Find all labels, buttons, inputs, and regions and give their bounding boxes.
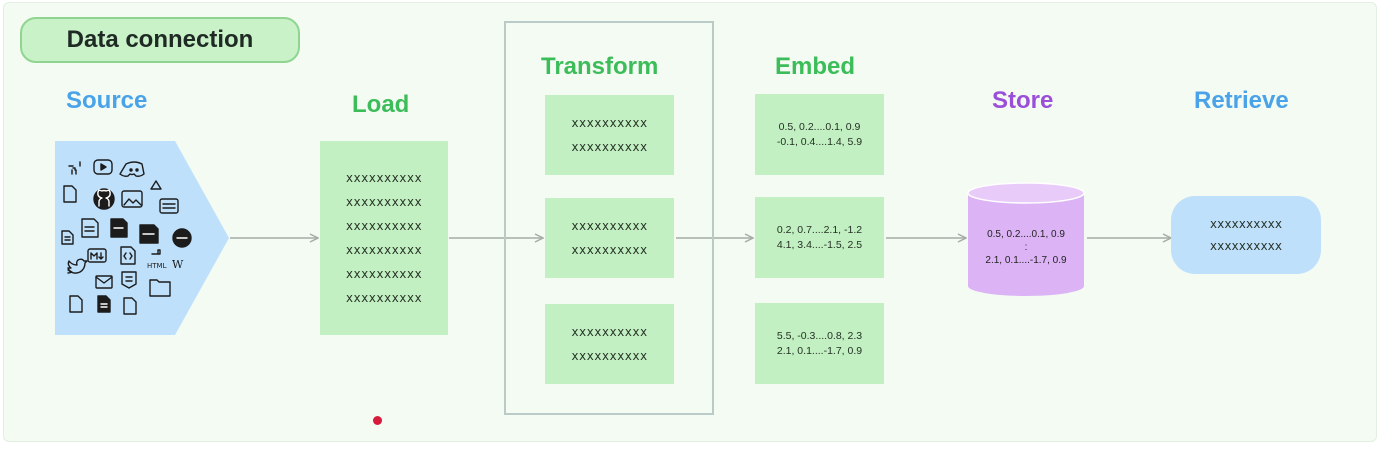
chunk-line: xxxxxxxxxx — [571, 116, 648, 130]
vector-line: 5.5, -0.3....0.8, 2.3 — [776, 329, 863, 342]
vector-line: 0.5, 0.2....0.1, 0.9 — [778, 120, 861, 133]
vector-line: 4.1, 3.4....-1.5, 2.5 — [776, 238, 863, 251]
load-title: Load — [352, 91, 410, 118]
load-line: xxxxxxxxxx — [345, 171, 423, 185]
transform-frame — [504, 21, 714, 415]
chunk-line: xxxxxxxxxx — [571, 243, 648, 257]
code-file-icon — [120, 246, 136, 265]
document-icon — [61, 230, 74, 245]
slack-icon — [68, 161, 81, 175]
load-line: xxxxxxxxxx — [345, 243, 423, 257]
chunk-line: xxxxxxxxxx — [571, 219, 648, 233]
txt-file-icon — [139, 224, 159, 244]
store-vector-ellipsis: : — [1024, 242, 1028, 253]
data-connection-label: Data connection — [20, 17, 300, 63]
wikipedia-icon: W — [172, 258, 184, 271]
embed-title: Embed — [775, 53, 856, 80]
youtube-icon — [93, 159, 113, 175]
email-icon — [95, 275, 113, 289]
transform-chunk: xxxxxxxxxx xxxxxxxxxx — [545, 198, 674, 278]
load-line: xxxxxxxxxx — [345, 267, 423, 281]
chunk-line: xxxxxxxxxx — [571, 140, 648, 154]
epub-file-icon — [172, 228, 192, 248]
retrieve-line: xxxxxxxxxx — [1209, 239, 1283, 253]
embed-vector-box: 0.5, 0.2....0.1, 0.9 -0.1, 0.4....1.4, 5… — [755, 94, 884, 175]
vector-line: 0.2, 0.7....2.1, -1.2 — [776, 223, 863, 236]
store-vector-line: 2.1, 0.1....-1.7, 0.9 — [985, 255, 1067, 266]
store-vector-line: 0.5, 0.2....0.1, 0.9 — [987, 229, 1065, 240]
pdf-icon — [69, 295, 83, 313]
retrieve-title: Retrieve — [1194, 87, 1289, 114]
retrieve-line: xxxxxxxxxx — [1209, 217, 1283, 231]
github-icon — [93, 188, 115, 210]
google-drive-icon — [150, 180, 162, 190]
twitter-icon — [67, 258, 88, 274]
image-icon — [121, 190, 143, 208]
embed-vector-box: 5.5, -0.3....0.8, 2.3 2.1, 0.1....-1.7, … — [755, 303, 884, 384]
chunk-line: xxxxxxxxxx — [571, 325, 648, 339]
chunk-line: xxxxxxxxxx — [571, 349, 648, 363]
vector-line: 2.1, 0.1....-1.7, 0.9 — [776, 344, 863, 357]
source-title: Source — [66, 87, 148, 114]
transform-chunk: xxxxxxxxxx xxxxxxxxxx — [545, 304, 674, 384]
discord-icon — [119, 161, 145, 177]
html-text-glyph: HTML — [147, 262, 167, 270]
vector-line: -0.1, 0.4....1.4, 5.9 — [776, 135, 863, 148]
store-title: Store — [992, 87, 1054, 114]
css-file-icon — [121, 271, 137, 289]
load-line: xxxxxxxxxx — [345, 219, 423, 233]
markdown-file-icon — [87, 248, 107, 263]
load-line: xxxxxxxxxx — [345, 291, 423, 305]
embed-vector-box: 0.2, 0.7....2.1, -1.2 4.1, 3.4....-1.5, … — [755, 197, 884, 278]
ppt-file-icon — [81, 218, 99, 238]
load-box: xxxxxxxxxx xxxxxxxxxx xxxxxxxxxx xxxxxxx… — [320, 141, 448, 335]
diagram-canvas — [3, 2, 1377, 442]
store-vectors: 0.5, 0.2....0.1, 0.9 : 2.1, 0.1....-1.7,… — [968, 228, 1084, 267]
transform-title: Transform — [541, 53, 659, 80]
load-line: xxxxxxxxxx — [345, 195, 423, 209]
csv-file-icon — [159, 198, 179, 214]
folder-icon — [149, 279, 171, 297]
file-icon — [63, 185, 77, 203]
blank-file-icon — [123, 297, 137, 315]
pointer-dot — [373, 416, 382, 425]
transform-chunk: xxxxxxxxxx xxxxxxxxxx — [545, 95, 674, 175]
text-file-icon — [97, 295, 111, 313]
doc-file-icon — [110, 218, 128, 238]
html-file-icon — [151, 249, 161, 255]
retrieve-box: xxxxxxxxxx xxxxxxxxxx — [1171, 196, 1321, 274]
store-database-icon — [967, 182, 1085, 296]
